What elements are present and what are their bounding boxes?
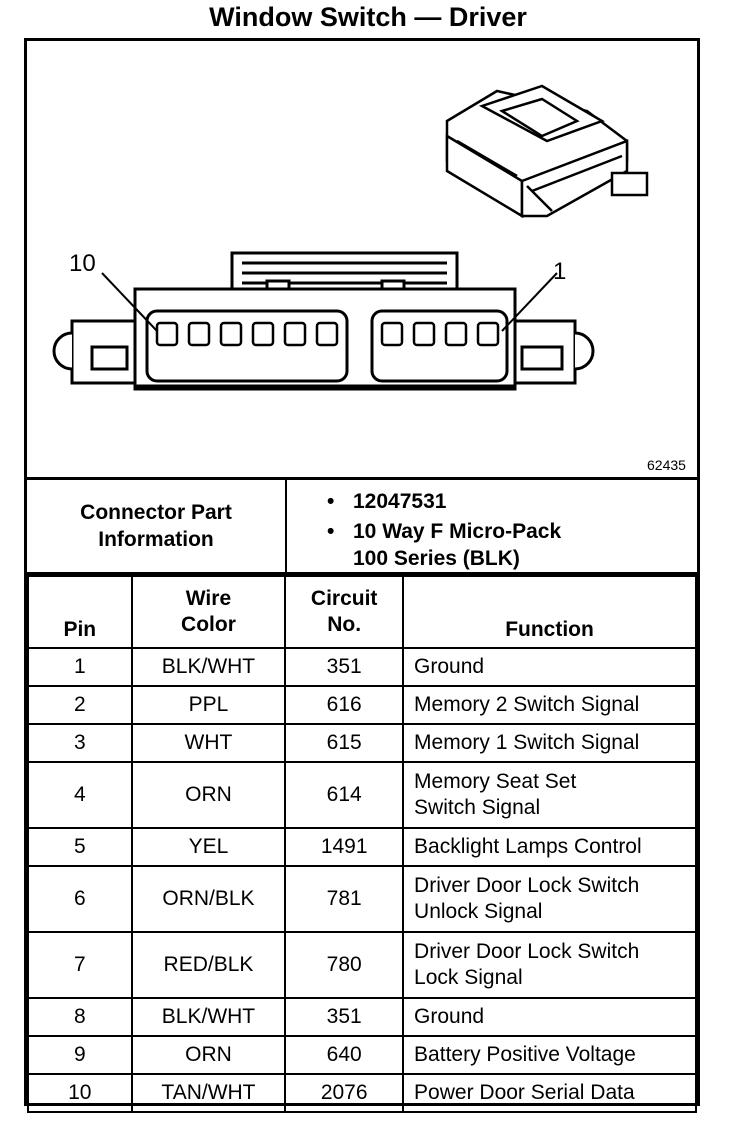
function-line1: Ground [414,1005,485,1028]
connector-info-label-line2: Information [98,528,214,551]
function-line2: Switch Signal [414,796,541,819]
part-number-value: 12047531 [353,490,447,513]
function-line1: Battery Positive Voltage [414,1043,636,1066]
header-pin: Pin [28,576,133,649]
pin-cell: 5 [28,827,133,867]
connector-3d-view [445,84,649,219]
table-header-row: Pin Wire Color Circuit No. Function [28,576,696,649]
pin-10-label: 10 [69,250,96,277]
function-line1: Memory 1 Switch Signal [414,731,640,754]
function-line1: Ground [414,655,485,678]
header-circuit-line2: No. [327,613,362,636]
figure-number: 62435 [647,457,686,473]
circuit-cell: 351 [284,647,405,687]
circuit-cell: 781 [284,865,405,933]
circuit-cell: 1491 [284,827,405,867]
function-cell: Battery Positive Voltage [402,1035,696,1075]
connector-info-label-line1: Connector Part [80,501,232,524]
bullet-icon: • [327,490,335,513]
wire-color-cell: WHT [130,723,287,763]
wire-color-cell: RED/BLK [130,931,287,999]
function-line2: Unlock Signal [414,900,543,923]
function-cell: Backlight Lamps Control [402,827,696,867]
pin-cell: 6 [28,865,133,933]
function-cell: Memory 2 Switch Signal [402,685,696,725]
function-cell: Ground [402,647,696,687]
wire-color-cell: PPL [130,685,287,725]
wire-color-cell: BLK/WHT [130,997,287,1037]
connector-type-line2: 100 Series (BLK) [353,547,520,570]
header-wire-color-line1: Wire [185,587,232,610]
part-number: • 12047531 [327,488,561,515]
function-line1: Driver Door Lock Switch [414,940,640,963]
function-cell: Power Door Serial Data [402,1073,696,1113]
wire-color-cell: YEL [130,827,287,867]
pin-cell: 7 [28,931,133,999]
pin-1-label: 1 [553,258,566,285]
header-circuit-line1: Circuit [310,587,378,610]
connector-type-line1: 10 Way F Micro-Pack [353,520,562,543]
function-line2: Lock Signal [414,966,523,989]
function-line1: Power Door Serial Data [414,1081,635,1104]
pin-cell: 9 [28,1035,133,1075]
function-line1: Memory Seat Set [414,770,577,793]
function-line1: Driver Door Lock Switch [414,874,640,897]
function-line1: Backlight Lamps Control [414,835,642,858]
header-function: Function [402,576,696,649]
bullet-icon: • [327,520,335,543]
pin-cell: 8 [28,997,133,1037]
function-line1: Memory 2 Switch Signal [414,693,640,716]
circuit-cell: 351 [284,997,405,1037]
wire-color-cell: ORN [130,761,287,829]
circuit-cell: 780 [284,931,405,999]
function-cell: Memory 1 Switch Signal [402,723,696,763]
header-wire-color: Wire Color [130,576,287,649]
wire-color-cell: TAN/WHT [130,1073,287,1113]
header-wire-color-line2: Color [181,613,236,636]
pin-cavities [155,321,500,347]
circuit-cell: 614 [284,761,405,829]
wire-color-cell: ORN [130,1035,287,1075]
connector-info-label: Connector Part Information [27,480,287,572]
connector-sheet: 10 1 62435 Connector Part Information • … [24,38,700,1113]
pin-cell: 3 [28,723,133,763]
connector-drawing: 10 1 [52,84,649,391]
connector-part-info: Connector Part Information • 12047531 • … [27,477,697,575]
connector-diagram: 10 1 62435 [27,41,697,477]
pin-cell: 2 [28,685,133,725]
pin-leader-lines [101,272,558,332]
circuit-cell: 615 [284,723,405,763]
header-circuit-no: Circuit No. [284,576,405,649]
pin-cell: 1 [28,647,133,687]
circuit-cell: 640 [284,1035,405,1075]
pin-cell: 10 [28,1073,133,1113]
circuit-cell: 616 [284,685,405,725]
connector-info-values: • 12047531 • 10 Way F Micro-Pack 100 Ser… [327,488,561,572]
connector-type: • 10 Way F Micro-Pack 100 Series (BLK) [327,518,561,572]
function-cell: Ground [402,997,696,1037]
page-title: Window Switch — Driver [209,2,527,32]
circuit-cell: 2076 [284,1073,405,1113]
pin-cell: 4 [28,761,133,829]
wire-color-cell: ORN/BLK [130,865,287,933]
wire-color-cell: BLK/WHT [130,647,287,687]
